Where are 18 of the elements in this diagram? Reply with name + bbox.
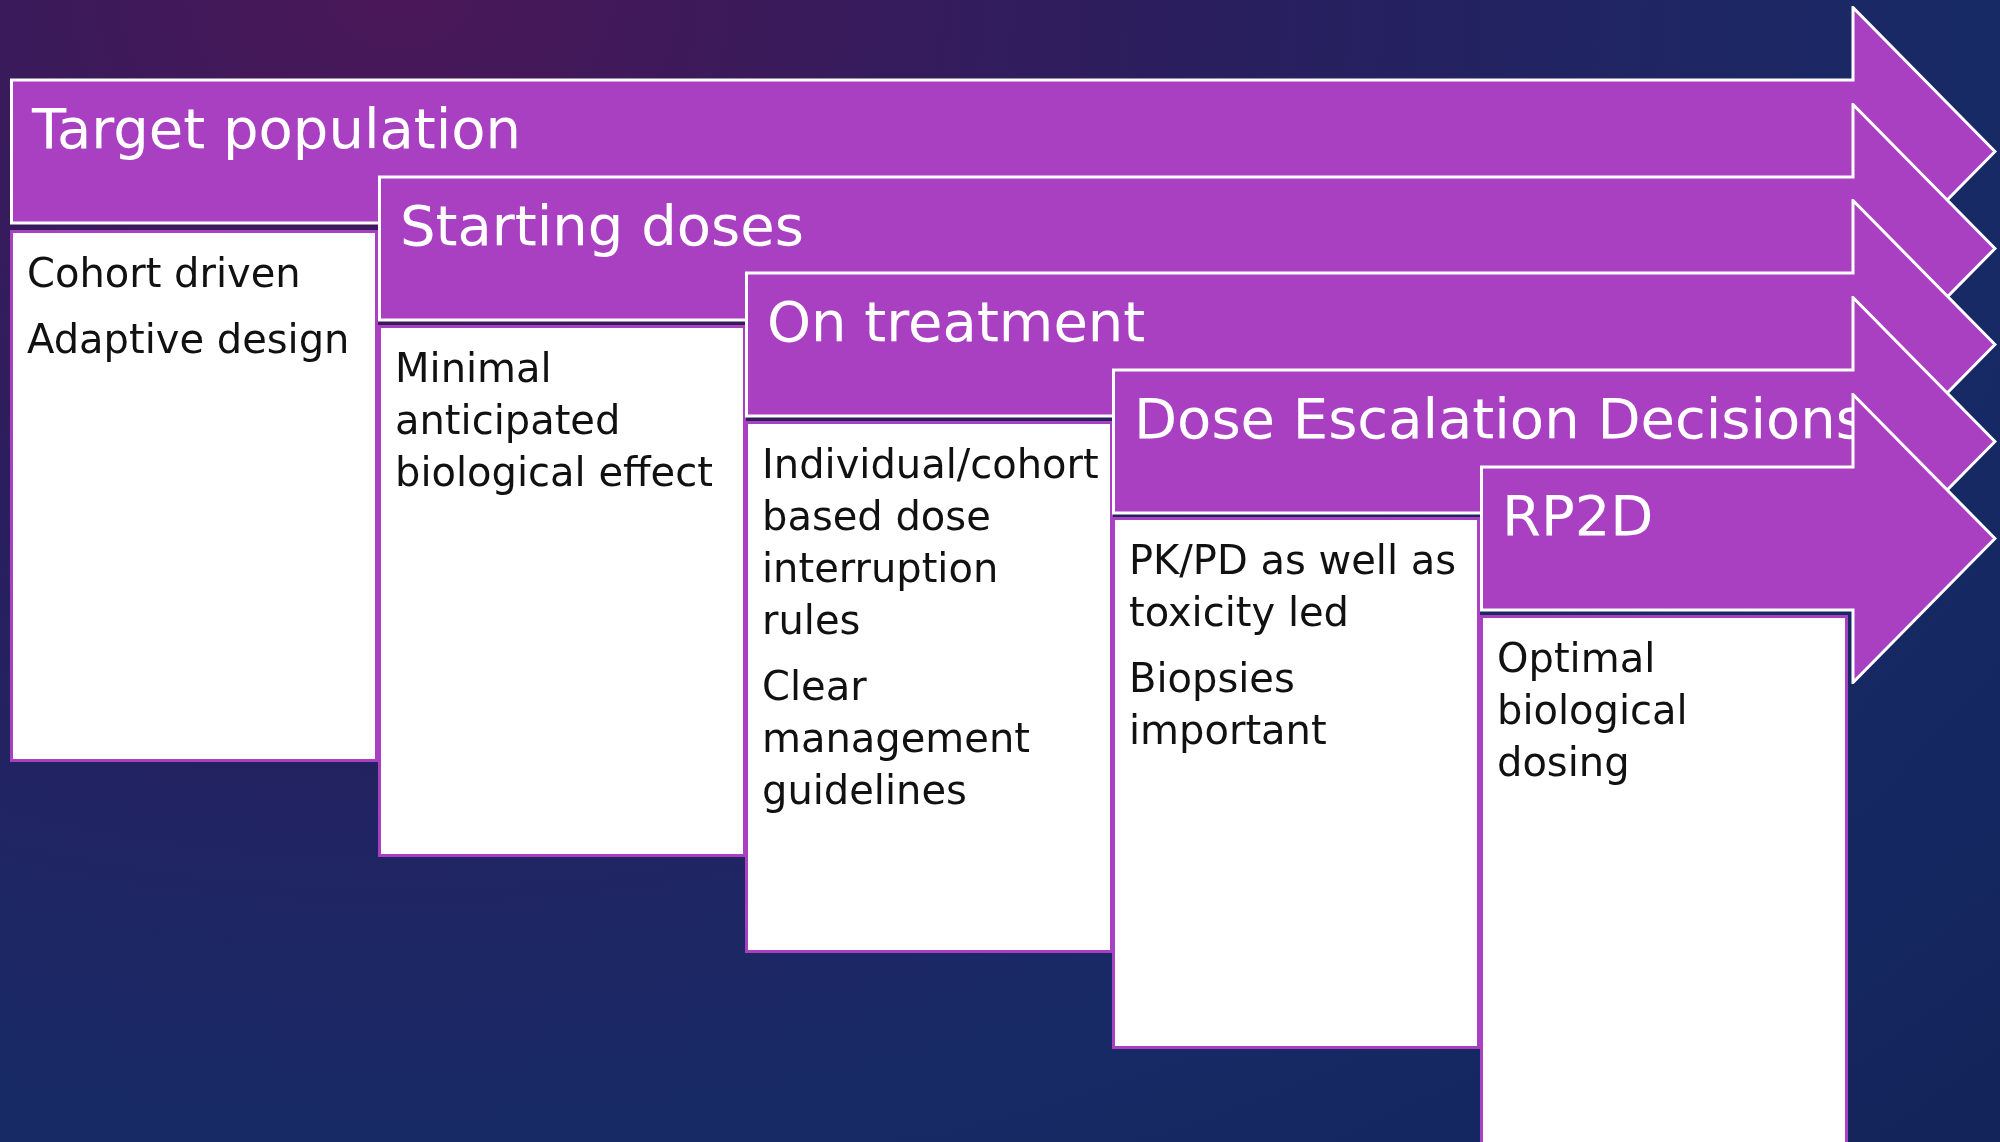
bullet-text: Adaptive design [27,315,351,364]
step-heading: Starting doses [400,195,804,257]
bullet-text: PK/PD as well as toxicity led [1129,536,1458,637]
bullet-text: Optimal biological dosing [1497,634,1689,787]
bullet-text: Clear management guidelines [762,662,1031,815]
bullet-text: Cohort driven [27,249,302,298]
step-heading: On treatment [767,291,1146,353]
content-box [745,421,1113,953]
content-box [1480,615,1848,1142]
bullet-text: Minimal anticipated biological effect [395,344,714,497]
bullet-text: Biopsies important [1129,654,1328,755]
content-box [10,230,378,762]
content-box [1112,517,1480,1049]
step-heading: RP2D [1502,485,1654,547]
step-heading: Target population [32,98,522,160]
content-box [378,325,746,857]
bullet-text: Individual/cohort based dose interruption rules [762,440,1096,645]
step-heading: Dose Escalation Decisions [1134,388,1865,450]
